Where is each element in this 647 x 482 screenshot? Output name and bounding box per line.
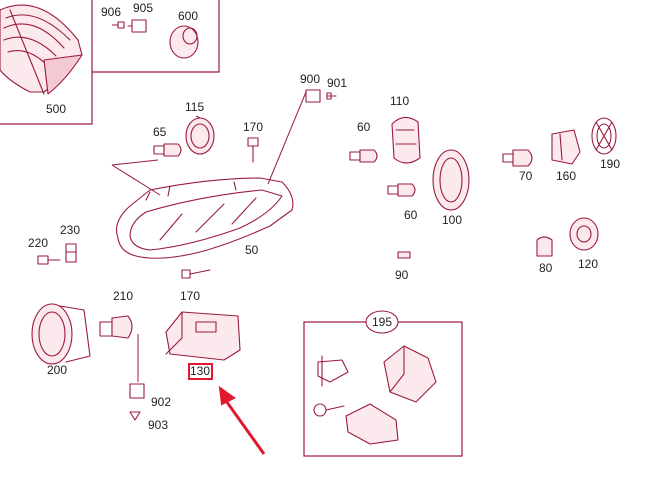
label-60a: 60: [357, 120, 371, 134]
bulb-60b-icon: [387, 183, 416, 197]
label-65: 65: [153, 125, 167, 139]
foglamp-200-icon: [31, 303, 91, 365]
bracket-110-icon: [391, 116, 421, 164]
label-906: 906: [101, 5, 121, 19]
leader-65-a: [111, 164, 161, 196]
ring-100-icon: [432, 149, 470, 211]
label-130: 130: [190, 364, 210, 378]
cap-160-icon: [551, 129, 581, 165]
part-903-icon: [129, 411, 141, 421]
bracket-195b-icon: [383, 345, 437, 403]
label-90: 90: [395, 268, 409, 282]
bracket-195a-icon: [317, 355, 349, 387]
part-905-icon: [127, 19, 147, 33]
label-902: 902: [151, 395, 171, 409]
label-905: 905: [133, 1, 153, 15]
red-pointer-arrow-icon: [218, 385, 266, 455]
screw-195-icon: [313, 403, 345, 417]
leader-65-b: [111, 159, 159, 166]
screw-220-icon: [37, 255, 61, 265]
label-900: 900: [300, 72, 320, 86]
socket-120-icon: [569, 217, 599, 251]
label-901: 901: [327, 76, 347, 90]
screw-170b-icon: [181, 269, 211, 279]
label-600: 600: [178, 9, 198, 23]
label-210: 210: [113, 289, 133, 303]
part-906-icon: [112, 21, 125, 29]
label-200: 200: [47, 363, 67, 377]
label-170b: 170: [180, 289, 200, 303]
inset-500: [0, 0, 220, 125]
part-600-icon: [169, 25, 199, 59]
leader-900: [267, 91, 307, 185]
callout-195: [365, 310, 399, 334]
label-110: 110: [390, 94, 409, 108]
bulb-80-icon: [536, 236, 553, 257]
label-195: 195: [372, 315, 392, 329]
label-220: 220: [28, 236, 48, 250]
bracket-195c-icon: [345, 403, 399, 445]
ring-190-icon: [591, 117, 617, 155]
part-900-icon: [305, 89, 321, 103]
label-160: 160: [556, 169, 576, 183]
screw-170-icon: [247, 137, 259, 163]
label-500: 500: [46, 102, 66, 116]
label-120: 120: [578, 257, 598, 271]
part-902-icon: [129, 383, 145, 399]
part-901-icon: [326, 92, 337, 100]
clip-230-icon: [65, 243, 77, 263]
label-115: 115: [185, 100, 204, 114]
label-50: 50: [245, 243, 259, 257]
control-unit-icon: [165, 311, 241, 361]
bulb-70-icon: [502, 149, 533, 167]
label-60b: 60: [404, 208, 418, 222]
cap-115-icon: [185, 115, 215, 155]
bulb-60a-icon: [349, 149, 378, 163]
headlamp-housing: [115, 177, 294, 259]
label-190: 190: [600, 157, 620, 171]
label-70: 70: [519, 169, 533, 183]
label-100: 100: [442, 213, 462, 227]
label-230: 230: [60, 223, 80, 237]
bulb-210-icon: [99, 315, 133, 339]
bulb-90-icon: [397, 251, 411, 259]
bulb-65-icon: [153, 143, 182, 157]
label-170a: 170: [243, 120, 263, 134]
highlight-box: [188, 363, 213, 380]
label-903: 903: [148, 418, 168, 432]
label-80: 80: [539, 261, 553, 275]
